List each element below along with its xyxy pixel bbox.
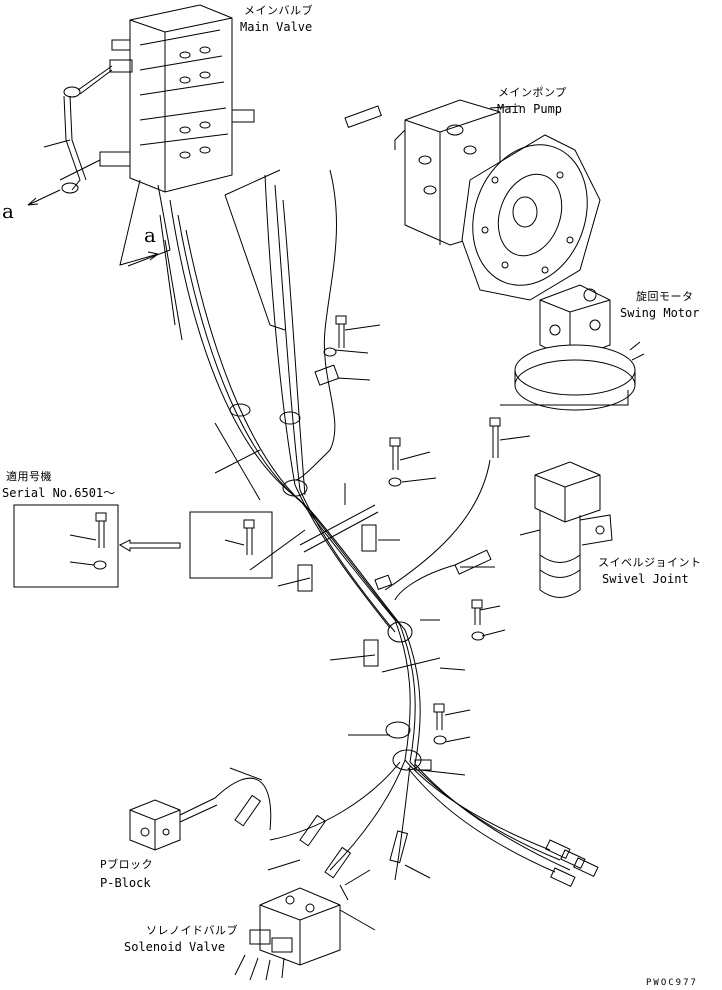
solenoid-valve-drawing [235, 888, 375, 980]
p-block-drawing [130, 778, 271, 850]
main-valve-label-jp: メインバルブ [244, 4, 313, 17]
swing-motor-drawing [500, 285, 644, 410]
main-valve-drawing [28, 5, 254, 266]
small-parts [298, 316, 500, 770]
serial-note-label-jp: 適用号機 [6, 470, 52, 483]
main-pump-drawing [395, 100, 606, 301]
main-pump-label-jp: メインポンプ [498, 86, 567, 99]
swivel-joint-drawing [520, 462, 612, 598]
reference-mark-a-left: a [2, 199, 14, 223]
drawing-code: PWOC977 [646, 978, 698, 988]
p-block-label-jp: Pブロック [100, 858, 154, 871]
swivel-joint-label: Swivel Joint [602, 572, 689, 586]
serial-note-label: Serial No.6501～ [2, 486, 116, 500]
main-pump-label: Main Pump [497, 102, 563, 116]
swing-motor-label: Swing Motor [620, 306, 700, 320]
swivel-joint-label-jp: スイベルジョイント [598, 556, 702, 569]
hose-bundle [160, 106, 598, 886]
swing-motor-label-jp: 旋回モータ [636, 290, 694, 303]
serial-detail-boxes [14, 505, 305, 587]
leader-lines [44, 140, 530, 900]
solenoid-valve-label-jp: ソレノイドバルブ [146, 924, 238, 937]
solenoid-valve-label: Solenoid Valve [124, 940, 226, 954]
main-valve-label: Main Valve [240, 20, 313, 34]
p-block-label: P-Block [100, 876, 151, 890]
reference-mark-a-center: a [144, 223, 156, 247]
